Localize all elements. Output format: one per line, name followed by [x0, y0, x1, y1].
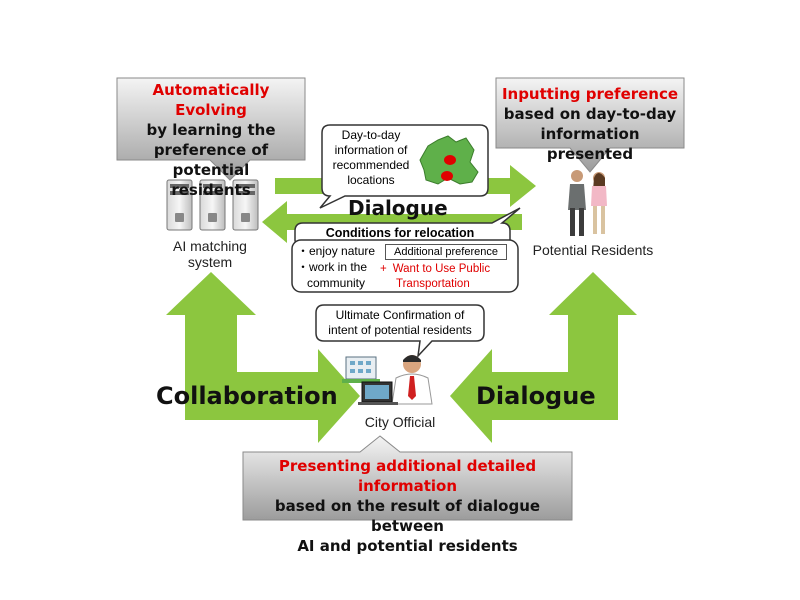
header-top-left-line4: residents [171, 181, 251, 199]
bubble-recommended-text: Day-to-day information of recommended lo… [324, 128, 418, 188]
flow-label-dialogue-top: Dialogue [348, 196, 448, 220]
bubble-confirmation [315, 304, 485, 359]
ai-system-label-line2: system [187, 254, 233, 270]
conditions-item-nature: ・enjoy nature [297, 244, 376, 258]
header-top-left-line2: by learning the [146, 121, 276, 139]
conditions-item-work: ・work in the [297, 260, 368, 274]
bubble-recommended-line2: information of [334, 143, 408, 157]
bubble-confirmation-line2: intent of potential residents [328, 323, 472, 337]
header-callout-top-right [495, 77, 685, 173]
header-top-right: Inputting preference based on day-to-day… [496, 84, 684, 164]
residents-label: Potential Residents [532, 242, 654, 258]
office-building-icon [342, 356, 380, 383]
flow-label-collaboration: Collaboration [156, 382, 338, 410]
want-line2: Transportation [396, 278, 470, 290]
bubble-confirmation-line1: Ultimate Confirmation of [335, 308, 465, 322]
ai-system-label: AI matching system [150, 238, 270, 270]
header-top-left: Automatically Evolving by learning the p… [117, 80, 305, 200]
want-line1: Want to Use Public [392, 263, 491, 275]
header-callout-bottom [242, 435, 573, 521]
ai-system-label-line1: AI matching [173, 238, 247, 254]
header-top-right-title: Inputting preference [501, 85, 679, 103]
server-icon [166, 179, 259, 231]
bubble-confirmation-text: Ultimate Confirmation of intent of poten… [316, 308, 484, 338]
header-callout-top-left [116, 77, 306, 181]
map-icon [419, 135, 479, 185]
bubble-recommended-line3: recommended [332, 158, 410, 172]
additional-preference-label: Additional preference [385, 244, 507, 260]
header-top-right-line3: information presented [540, 125, 640, 163]
flow-label-dialogue-right: Dialogue [476, 382, 596, 410]
arrow-collaboration [166, 272, 360, 443]
want-public-transport: + Want to Use Public Transportation [380, 262, 490, 292]
header-bottom-line2: based on the result of dialogue between [274, 497, 541, 535]
conditions-title: Conditions for relocation [325, 226, 475, 240]
header-bottom-line3: AI and potential residents [297, 537, 518, 555]
people-icon [568, 170, 607, 236]
header-bottom-title: Presenting additional detailed informati… [278, 457, 537, 495]
city-official-icon [358, 355, 433, 405]
header-bottom: Presenting additional detailed informati… [243, 456, 572, 556]
header-top-right-line2: based on day-to-day [503, 105, 677, 123]
header-top-left-line3: preference of potential [153, 141, 269, 179]
conditions-item-community: community [307, 276, 366, 290]
plus-sign: + [380, 263, 387, 275]
arrow-dialogue-right [450, 272, 637, 443]
bubble-recommended-line1: Day-to-day [341, 128, 401, 142]
city-official-label: City Official [364, 414, 436, 430]
header-top-left-title: Automatically Evolving [152, 81, 270, 119]
arrow-residents-to-ai [262, 201, 522, 243]
bubble-recommended-line4: locations [347, 173, 395, 187]
